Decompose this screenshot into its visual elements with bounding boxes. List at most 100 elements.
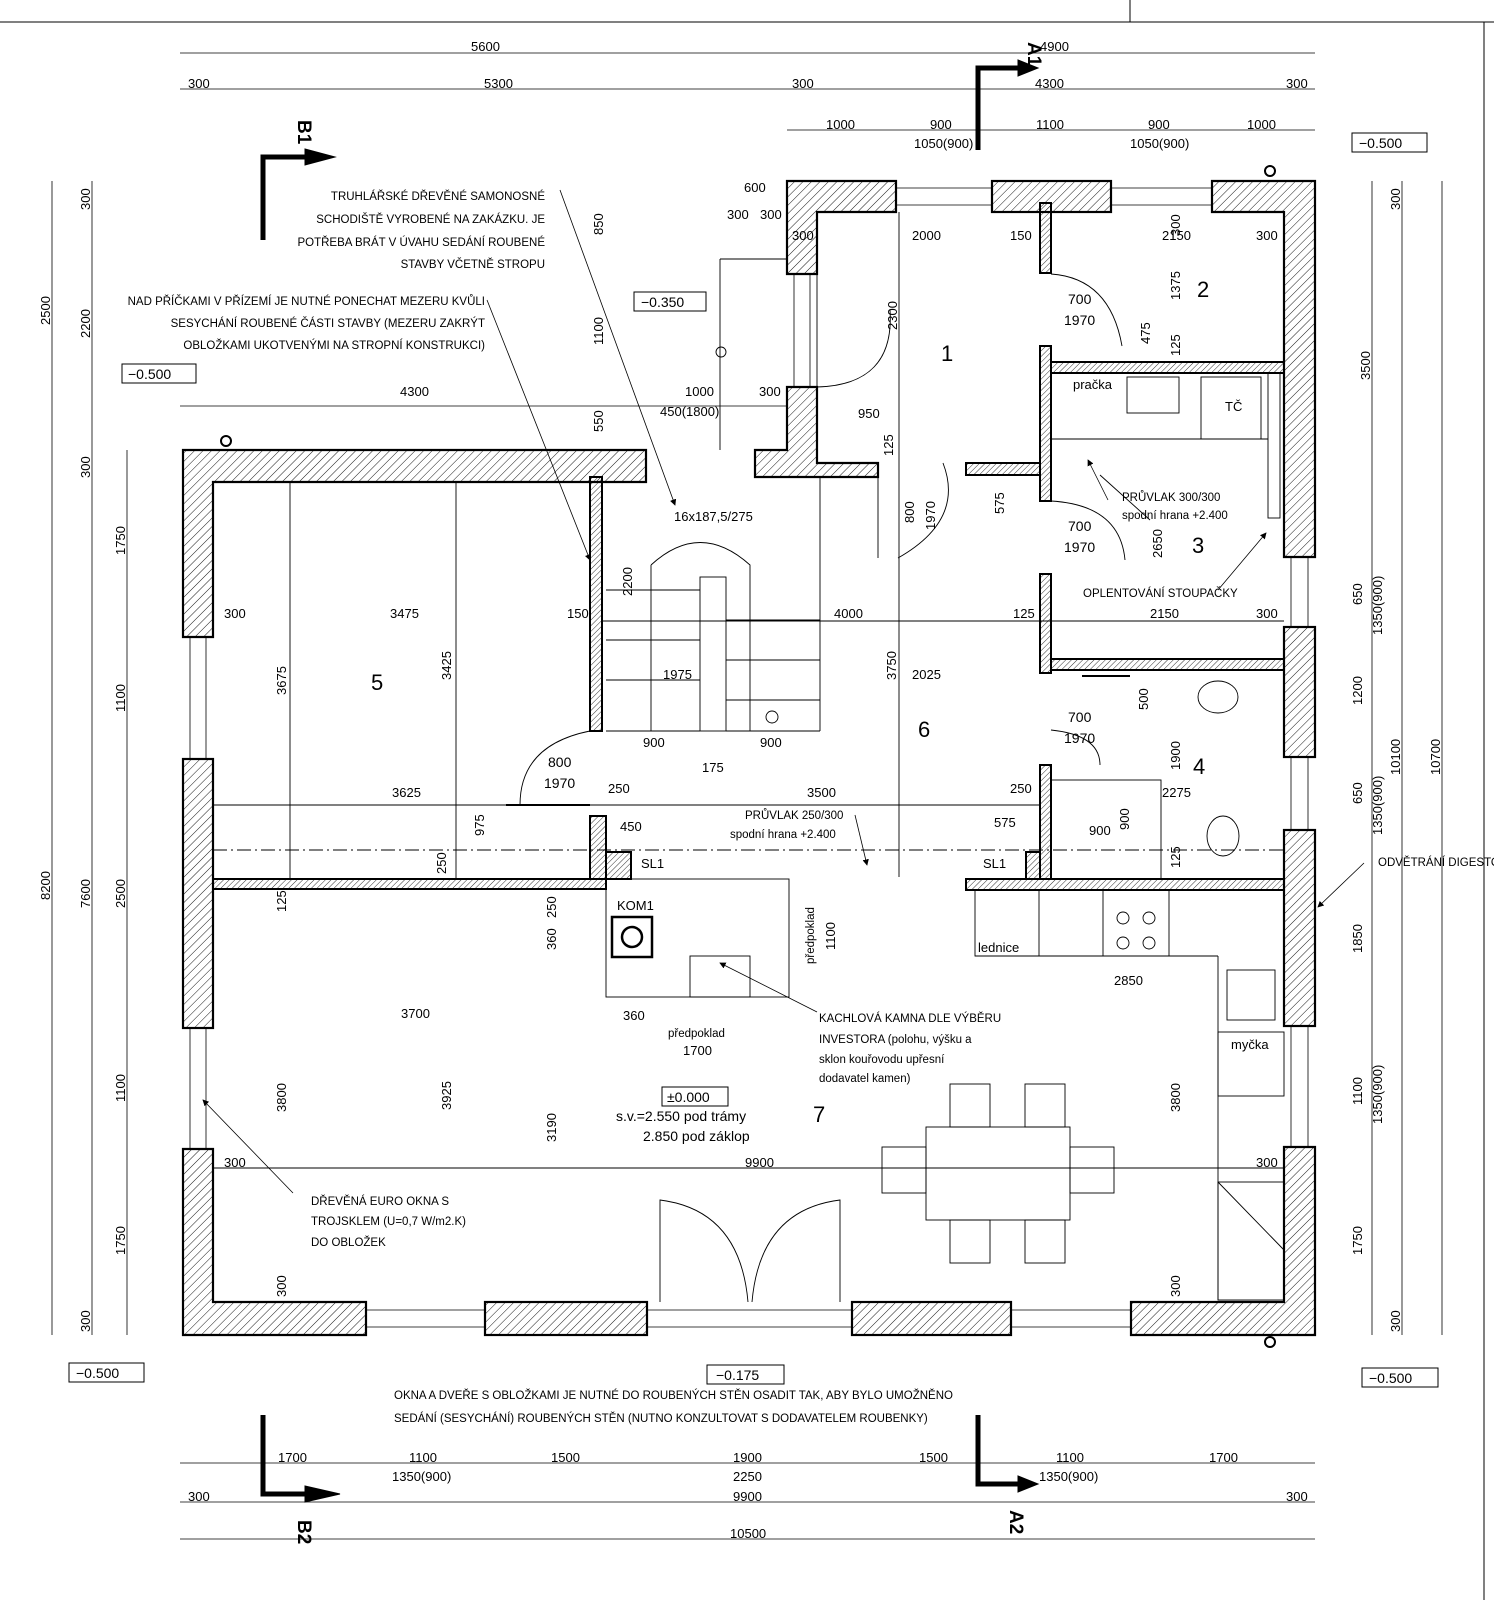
- dim: 125: [881, 434, 896, 456]
- fixture-label: předpoklad: [805, 907, 817, 964]
- dim: 300: [188, 1489, 210, 1504]
- note-line: spodní hrana +2.400: [1122, 510, 1228, 522]
- dim: 3475: [390, 606, 419, 621]
- dim: 300: [224, 1155, 246, 1170]
- dim: 2300: [885, 301, 900, 330]
- dim: 2000: [912, 228, 941, 243]
- dim: 900: [1117, 808, 1132, 830]
- dim: 150: [1010, 228, 1032, 243]
- dim: 300: [1286, 76, 1308, 91]
- section-markers: [260, 59, 1040, 1503]
- dim: 250: [608, 781, 630, 796]
- plan-thin-lines: [213, 212, 1285, 1303]
- room-number: 1: [941, 341, 953, 366]
- section-b2-bottom: B2: [293, 1520, 314, 1544]
- dim: 8200: [38, 871, 53, 900]
- dim: 16x187,5/275: [674, 509, 753, 524]
- level-label: −0.500: [76, 1365, 119, 1381]
- dim: 450: [620, 819, 642, 834]
- dim: 1700: [683, 1043, 712, 1058]
- dim: 125: [1013, 606, 1035, 621]
- note-line: TRUHLÁŘSKÉ DŘEVĚNÉ SAMONOSNÉ: [331, 190, 545, 203]
- dim: 150: [567, 606, 589, 621]
- dim: 1100: [113, 684, 128, 712]
- dim: 1100: [409, 1450, 437, 1465]
- dim: 125: [274, 890, 289, 912]
- section-b1-top: B1: [293, 120, 314, 145]
- dim: 300: [188, 76, 210, 91]
- dim: 850: [591, 213, 606, 235]
- door-height: 1970: [1064, 730, 1095, 746]
- dim: 1500: [551, 1450, 580, 1465]
- dim: 360: [544, 928, 559, 950]
- dim: 250: [434, 852, 449, 874]
- dim: 300: [760, 207, 782, 222]
- dim: 3700: [401, 1006, 430, 1021]
- dim: 9900: [733, 1489, 762, 1504]
- dim: 2275: [1162, 785, 1191, 800]
- dim: 3800: [274, 1083, 289, 1112]
- door-width: 700: [1068, 709, 1092, 725]
- exterior-walls: [181, 179, 1317, 1337]
- dim: 3925: [439, 1081, 454, 1110]
- dim: 900: [930, 117, 952, 132]
- dim: 900: [643, 735, 665, 750]
- dim: 1100: [591, 317, 606, 345]
- note-line: KACHLOVÁ KAMNA DLE VÝBĚRU: [819, 1012, 1001, 1025]
- dim: 300: [78, 188, 93, 210]
- dim: 300: [727, 207, 749, 222]
- dim: 2150: [1150, 606, 1179, 621]
- dim: 2500: [113, 879, 128, 908]
- dim: 125: [1168, 334, 1183, 356]
- note-line: INVESTORA (polohu, výšku a: [819, 1034, 972, 1046]
- dim: 500: [1136, 688, 1151, 710]
- dim: 900: [1148, 117, 1170, 132]
- dim: 2850: [1114, 973, 1143, 988]
- fixture-label: lednice: [978, 940, 1019, 955]
- dim: 1100: [1036, 117, 1064, 132]
- room-number: 5: [371, 670, 383, 695]
- dim: 300: [1168, 214, 1183, 236]
- level-label: −0.500: [128, 366, 171, 382]
- dim: 1850: [1350, 924, 1365, 953]
- dim: 575: [994, 815, 1016, 830]
- dim: 10700: [1428, 739, 1443, 775]
- note-line: ODVĚTRÁNÍ DIGESTOŘE: [1378, 856, 1494, 869]
- dim: 360: [623, 1008, 645, 1023]
- dim: 300: [792, 228, 814, 243]
- dim: 1200: [1350, 676, 1365, 705]
- dim: 10500: [730, 1526, 766, 1541]
- dim: 1900: [1168, 741, 1183, 770]
- note-line: sklon kouřovodu upřesní: [819, 1054, 945, 1066]
- note-line: SESYCHÁNÍ ROUBENÉ ČÁSTI STAVBY (MEZERU Z…: [171, 317, 485, 330]
- dim: 2650: [1150, 529, 1165, 558]
- note-line: DŘEVĚNÁ EURO OKNA S: [311, 1195, 449, 1208]
- dim: 1900: [733, 1450, 762, 1465]
- door-width: 800: [548, 754, 572, 770]
- door-height: 1970: [1064, 539, 1095, 555]
- note-line: TROJSKLEM (U=0,7 W/m2.K): [311, 1216, 466, 1228]
- room-number: 2: [1197, 277, 1209, 302]
- dim: 575: [992, 492, 1007, 514]
- dim: 900: [1089, 823, 1111, 838]
- dim: 450(1800): [660, 404, 719, 419]
- dim: 3500: [807, 785, 836, 800]
- dim: 300: [1388, 1310, 1403, 1332]
- note-line: dodavatel kamen): [819, 1073, 911, 1085]
- dim: 1375: [1168, 271, 1183, 300]
- dim: 3500: [1358, 351, 1373, 380]
- dim: 300: [274, 1275, 289, 1297]
- dim: 1100: [1056, 1450, 1084, 1465]
- dim: 4300: [1035, 76, 1064, 91]
- room-number: 4: [1193, 754, 1205, 779]
- door-height: 1970: [1064, 312, 1095, 328]
- note-line: PRŮVLAK 250/300: [745, 809, 843, 822]
- dim: 2025: [912, 667, 941, 682]
- fixture-label: SL1: [641, 856, 664, 871]
- dim: 1050(900): [1130, 136, 1189, 151]
- dim: 9900: [745, 1155, 774, 1170]
- dim: 1970: [923, 501, 938, 530]
- dim: 1000: [685, 384, 714, 399]
- dim: 4300: [400, 384, 429, 399]
